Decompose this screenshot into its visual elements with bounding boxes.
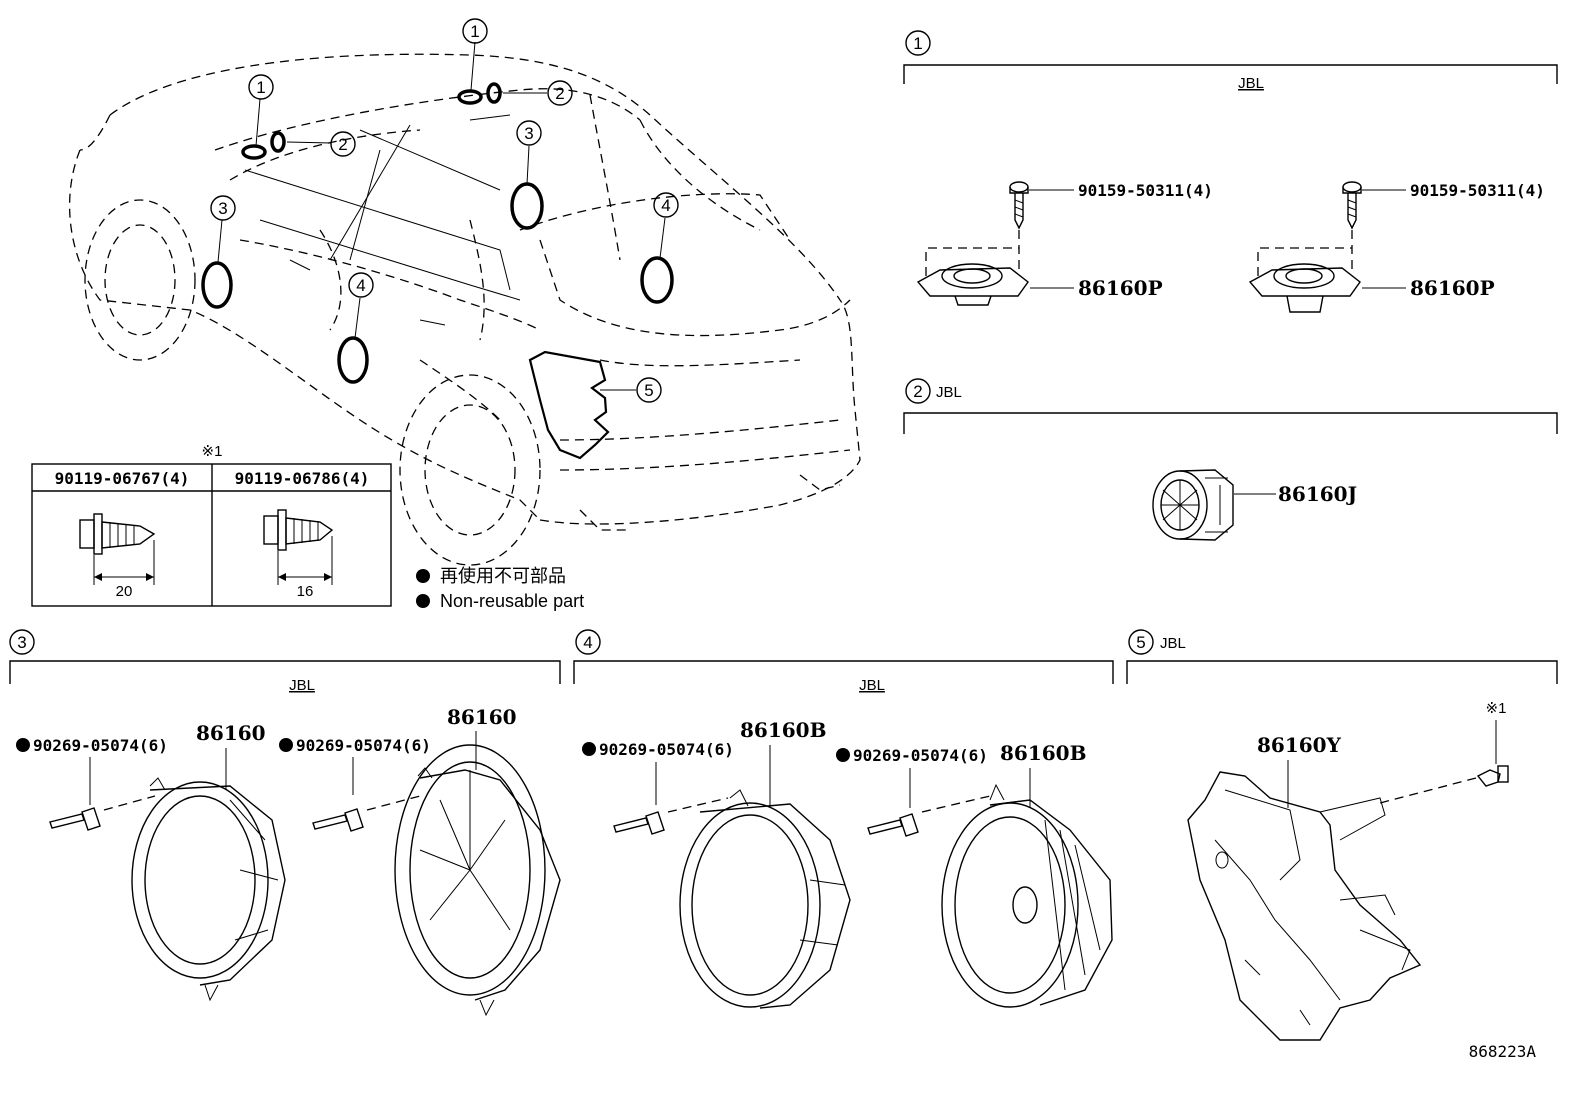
svg-text:3: 3: [524, 124, 533, 143]
svg-text:2: 2: [555, 84, 564, 103]
s3-part-left: 86160: [196, 721, 266, 745]
s4-clip-right: 90269-05074(6): [853, 746, 988, 765]
svg-text:3: 3: [218, 199, 227, 218]
s1-bolt-right: 90159-50311(4): [1410, 181, 1545, 200]
s4-clip-left: 90269-05074(6): [599, 740, 734, 759]
section-2: 2 JBL 86160J: [903, 378, 1558, 541]
car-callout-2a: 2: [547, 80, 573, 106]
svg-text:4: 4: [661, 196, 670, 215]
speaker-icon: [131, 777, 286, 1002]
non-reusable-dot-icon: [279, 738, 293, 752]
car-callout-4a: 4: [348, 272, 374, 298]
clip-icon: [49, 807, 101, 831]
car-callout-5: 5: [636, 377, 662, 403]
s5-note: ※1: [1486, 700, 1507, 717]
section-1: 1 JBL 90159-50311(4) 86160P: [903, 30, 1558, 313]
svg-text:1: 1: [256, 78, 265, 97]
s5-part: 86160Y: [1257, 733, 1342, 757]
bolt-table-note: ※1: [202, 443, 223, 460]
car-callout-1b: 1: [248, 74, 274, 100]
bolt-2-icon: [263, 509, 334, 585]
non-reusable-dot-icon: [416, 594, 430, 608]
car-callout-3a: 3: [210, 195, 236, 221]
bolt-header-1: 90119-06767(4): [55, 469, 190, 488]
svg-text:2: 2: [913, 382, 922, 401]
s1-bolt-left: 90159-50311(4): [1078, 181, 1213, 200]
speaker-icon: [679, 789, 851, 1009]
s4-part-left: 86160B: [740, 718, 826, 742]
car-callout-1a: 1: [462, 18, 488, 44]
svg-text:1: 1: [913, 34, 922, 53]
s4-brand: JBL: [859, 677, 885, 694]
car-callout-3b: 3: [516, 120, 542, 146]
non-reusable-dot-icon: [416, 569, 430, 583]
section-4: 4 JBL 90269-05074(6) 86160B 90269-05074(…: [573, 629, 1114, 1009]
legend-en: Non-reusable part: [440, 591, 584, 611]
bolt-table: ※1 90119-06767(4) 90119-06786(4) 20: [31, 443, 392, 607]
screw-icon: [1009, 181, 1029, 230]
screw-icon: [1342, 181, 1362, 230]
clip-icon: [312, 808, 364, 832]
s3-clip-right: 90269-05074(6): [296, 736, 431, 755]
subwoofer-icon: [1187, 771, 1422, 1041]
vehicle-illustration: [69, 41, 861, 566]
s1-part-left: 86160P: [1078, 276, 1163, 300]
car-callout-2b: 2: [330, 131, 356, 157]
svg-text:4: 4: [356, 276, 365, 295]
speaker-icon: [1152, 469, 1234, 541]
svg-text:2: 2: [338, 135, 347, 154]
clip-icon: [613, 811, 665, 835]
svg-text:5: 5: [644, 381, 653, 400]
svg-text:3: 3: [17, 633, 26, 652]
section-5: 5 JBL 86160Y ※1: [1126, 629, 1558, 1041]
s5-brand: JBL: [1160, 635, 1186, 652]
speaker-icon: [941, 783, 1113, 1008]
s3-brand: JBL: [289, 677, 315, 694]
clip-icon: [867, 813, 919, 837]
tweeter-icon: [916, 247, 1029, 306]
bolt-1-dim: 20: [116, 583, 133, 600]
svg-text:1: 1: [470, 22, 479, 41]
s2-brand: JBL: [936, 384, 962, 401]
tweeter-icon: [1248, 247, 1361, 313]
s1-brand: JBL: [1238, 75, 1264, 92]
s3-part-right: 86160: [447, 705, 517, 729]
s4-part-right: 86160B: [1000, 741, 1086, 765]
svg-text:4: 4: [583, 633, 592, 652]
speaker-icon: [394, 744, 561, 1017]
bolt-header-2: 90119-06786(4): [235, 469, 370, 488]
legend-jp: 再使用不可部品: [440, 566, 566, 586]
diagram-ref-code: 868223A: [1469, 1042, 1537, 1061]
s2-part: 86160J: [1278, 482, 1357, 506]
svg-text:5: 5: [1136, 633, 1145, 652]
bolt-2-dim: 16: [297, 583, 314, 600]
s1-part-right: 86160P: [1410, 276, 1495, 300]
legend: 再使用不可部品 Non-reusable part: [416, 566, 584, 611]
non-reusable-dot-icon: [582, 742, 596, 756]
non-reusable-dot-icon: [836, 748, 850, 762]
non-reusable-dot-icon: [16, 738, 30, 752]
s3-clip-left: 90269-05074(6): [33, 736, 168, 755]
section-3: 3 JBL 90269-05074(6) 86160 90269-05074(6…: [9, 629, 561, 1017]
car-callout-4b: 4: [653, 192, 679, 218]
bolt-icon: [1476, 765, 1509, 787]
bolt-1-icon: [79, 513, 156, 585]
